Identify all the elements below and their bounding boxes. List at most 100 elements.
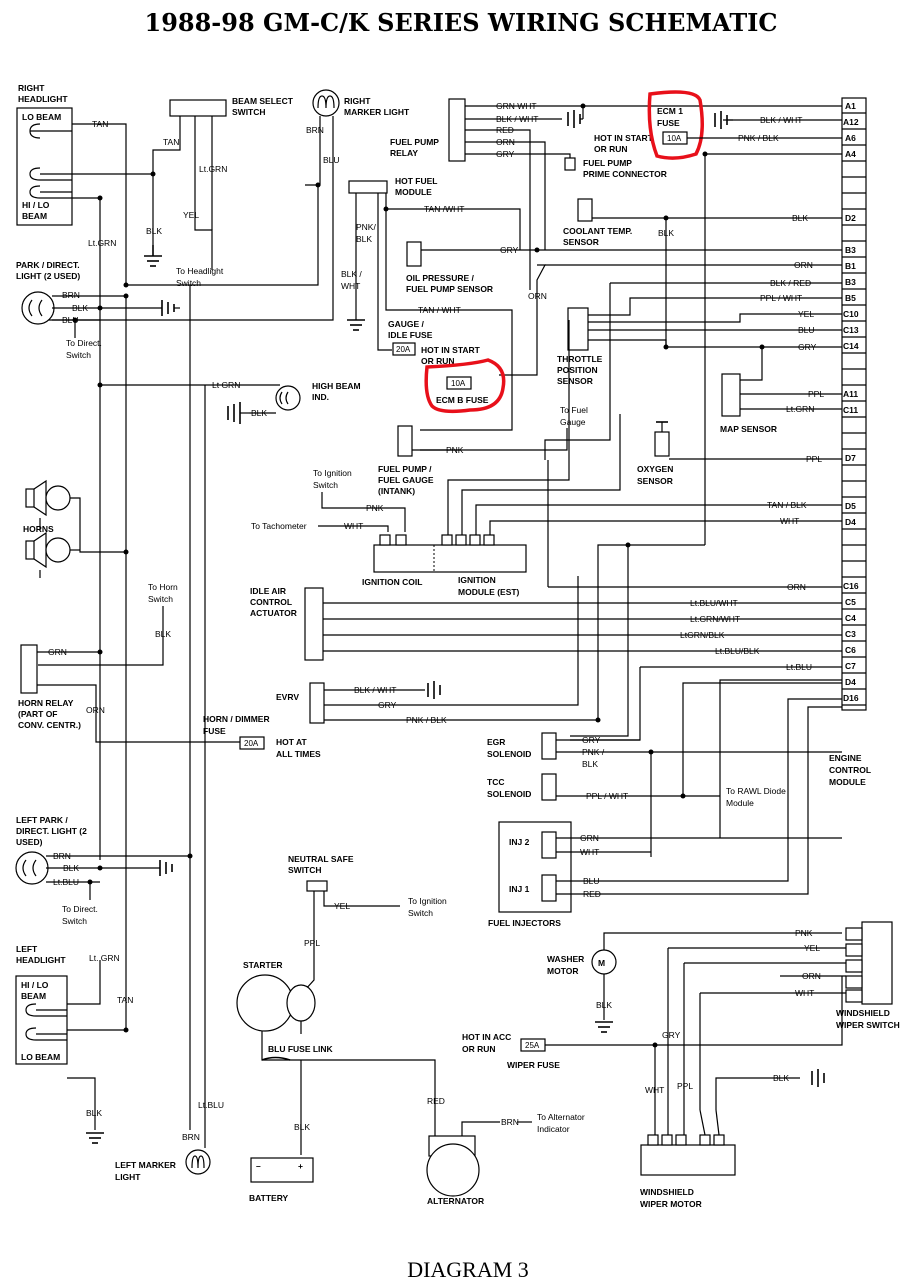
wire-label: GRN xyxy=(580,833,599,843)
wire-label: TAN /WHT xyxy=(424,204,464,214)
svg-text:HORN RELAY: HORN RELAY xyxy=(18,698,74,708)
svg-text:MAP SENSOR: MAP SENSOR xyxy=(720,424,777,434)
ecm-label: ENGINE CONTROL MODULE xyxy=(829,753,871,787)
oxygen-sensor: OXYGEN SENSOR xyxy=(637,421,673,486)
right-marker-light: RIGHT MARKER LIGHT xyxy=(312,89,410,117)
ground-icon xyxy=(714,111,733,129)
svg-text:M: M xyxy=(598,958,605,968)
svg-text:LO BEAM: LO BEAM xyxy=(22,112,61,122)
svg-text:MOTOR: MOTOR xyxy=(547,966,578,976)
battery: – + BATTERY xyxy=(249,1157,314,1203)
wire-label: WHT xyxy=(580,847,599,857)
horn-dimmer-fuse xyxy=(239,736,265,750)
wire-label: BLK xyxy=(146,226,162,236)
wire-label: Lt.BLU xyxy=(198,1100,224,1110)
svg-text:THROTTLE: THROTTLE xyxy=(557,354,603,364)
horn-dimmer-fuse-label: FUSE xyxy=(203,726,226,736)
to-tachometer: To Tachometer xyxy=(251,521,307,531)
svg-text:HIGH BEAM: HIGH BEAM xyxy=(312,381,361,391)
wire-label: GRY xyxy=(798,342,817,352)
ground-icon xyxy=(595,1021,613,1033)
hot-in-acc-label: HOT IN ACC xyxy=(462,1032,511,1042)
wire-label: BLK xyxy=(251,408,267,418)
hot-at-all-times: HOT AT xyxy=(276,737,307,747)
wire-label: TAN / BLK xyxy=(767,500,807,510)
svg-text:BEAM: BEAM xyxy=(21,991,46,1001)
gauge-idle-fuse xyxy=(392,342,416,356)
hot-in-start-label: OR RUN xyxy=(594,144,628,154)
idle-air-control-actuator: IDLE AIR CONTROL ACTUATOR xyxy=(250,586,324,661)
diagram-title: 1988-98 GM-C/K SERIES WIRING SCHEMATIC xyxy=(145,8,778,37)
ground-icon xyxy=(427,681,441,699)
ecm1-fuse-rating: 10A xyxy=(667,134,682,143)
fuel-pump-gauge: FUEL PUMP / FUEL GAUGE (INTANK) xyxy=(378,425,434,496)
ground-icon xyxy=(161,300,180,316)
wire-label: BLK xyxy=(63,863,79,873)
wire-label: BRN xyxy=(53,851,71,861)
ground-icon xyxy=(811,1069,825,1087)
wire-label: Lt.BLU xyxy=(53,877,79,887)
svg-text:STARTER: STARTER xyxy=(243,960,283,970)
to-fuel-gauge: To Fuel xyxy=(560,405,588,415)
svg-text:LO BEAM: LO BEAM xyxy=(21,1052,60,1062)
to-horn-switch: To Horn xyxy=(148,582,178,592)
ecm-pin: C14 xyxy=(843,341,859,351)
svg-text:EVRV: EVRV xyxy=(276,692,299,702)
ecm-pin: D4 xyxy=(845,677,856,687)
wire-label: BRN xyxy=(501,1117,519,1127)
wire-label: BLU xyxy=(323,155,340,165)
wire-label: WHT xyxy=(341,281,360,291)
svg-text:WIPER SWITCH: WIPER SWITCH xyxy=(836,1020,900,1030)
wire-label: PPL xyxy=(806,454,822,464)
horn-upper xyxy=(25,479,71,517)
fuel-pump-prime-connector-label: PRIME CONNECTOR xyxy=(583,169,667,179)
wire-label: RED xyxy=(583,889,601,899)
svg-text:LEFT MARKER: LEFT MARKER xyxy=(115,1160,176,1170)
ecm-pin: C11 xyxy=(843,405,858,415)
blu-fuse-link: BLU FUSE LINK xyxy=(268,1044,334,1054)
wire-label: TAN xyxy=(92,119,108,129)
svg-text:FUEL PUMP SENSOR: FUEL PUMP SENSOR xyxy=(406,284,493,294)
to-direct-switch: Switch xyxy=(66,350,91,360)
wire-label: TAN / WHT xyxy=(418,305,461,315)
wire-label: Lt.BLU xyxy=(786,662,812,672)
wire-label: PNK / xyxy=(582,747,605,757)
gauge-idle-fuse-label: IDLE FUSE xyxy=(388,330,433,340)
to-alternator-indicator: Indicator xyxy=(537,1124,570,1134)
ecm1-fuse-label: FUSE xyxy=(657,118,680,128)
ecm-pin: B5 xyxy=(845,293,856,303)
to-headlight-switch: To Headlight xyxy=(176,266,224,276)
ecm-pin: A11 xyxy=(843,389,858,399)
to-rawl-diode: Module xyxy=(726,798,754,808)
ecm-pin: D16 xyxy=(843,693,859,703)
wire-label: PPL / WHT xyxy=(586,791,628,801)
egr-solenoid: EGR SOLENOID xyxy=(487,732,557,760)
coolant-temp-sensor: COOLANT TEMP. SENSOR xyxy=(563,198,632,247)
wire-label: BLK / WHT xyxy=(496,114,539,124)
wire-label: GRN WHT xyxy=(496,101,537,111)
svg-text:HOT FUEL: HOT FUEL xyxy=(395,176,438,186)
svg-text:HEADLIGHT: HEADLIGHT xyxy=(16,955,66,965)
svg-text:FUEL INJECTORS: FUEL INJECTORS xyxy=(488,918,561,928)
svg-text:IND.: IND. xyxy=(312,392,329,402)
ecm-b-fuse-label: ECM B FUSE xyxy=(436,395,489,405)
wire-label: PPL xyxy=(677,1081,693,1091)
wire-label: BLK xyxy=(356,234,372,244)
to-fuel-gauge: Gauge xyxy=(560,417,586,427)
wire-label: BLK / RED xyxy=(770,278,811,288)
svg-text:BEAM: BEAM xyxy=(22,211,47,221)
ecm-pin: C13 xyxy=(843,325,859,335)
wiper-fuse-label: WIPER FUSE xyxy=(507,1060,560,1070)
wire-label: BLK xyxy=(72,303,88,313)
hot-in-start-label: HOT IN START xyxy=(594,133,654,143)
svg-text:LEFT: LEFT xyxy=(16,944,38,954)
svg-text:+: + xyxy=(298,1161,303,1171)
svg-text:FUEL GAUGE: FUEL GAUGE xyxy=(378,475,434,485)
ground-icon xyxy=(347,315,365,331)
fuel-injectors: INJ 2 INJ 1 FUEL INJECTORS xyxy=(488,821,572,928)
ground-icon xyxy=(86,1132,104,1144)
ecm-pin: A1 xyxy=(845,101,856,111)
ecm-pin: B1 xyxy=(845,261,856,271)
wire-label: BLU xyxy=(62,315,79,325)
wire-label: BRN xyxy=(306,125,324,135)
